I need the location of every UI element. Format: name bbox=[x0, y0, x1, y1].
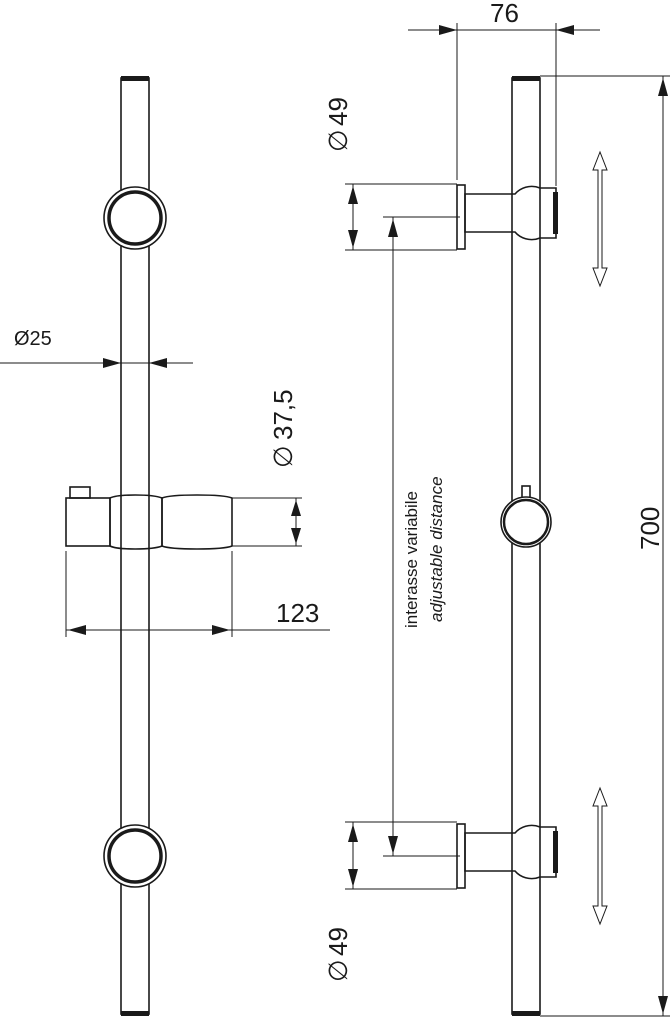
adjustable-distance-dimension: interasse variabile adjustable distance bbox=[383, 216, 460, 857]
slider-width-dimension: 123 bbox=[65, 551, 330, 637]
projection-dimension: 76 bbox=[408, 0, 600, 186]
top-adjust-arrow bbox=[592, 150, 608, 288]
total-height-label: 700 bbox=[635, 507, 665, 550]
bracket-diameter-top-dimension: ∅ 49 bbox=[323, 97, 457, 251]
total-height-dimension: 700 bbox=[540, 75, 670, 1017]
projection-label: 76 bbox=[490, 0, 519, 28]
front-bar-bottom-cap bbox=[121, 1011, 149, 1016]
slider-diameter-label: 37,5 bbox=[268, 389, 298, 440]
bracket-bottom-diameter-label: 49 bbox=[323, 927, 353, 956]
front-top-bracket bbox=[103, 186, 167, 250]
distance-note-en: adjustable distance bbox=[427, 476, 446, 622]
bottom-adjust-arrow bbox=[592, 786, 608, 926]
distance-note-it: interasse variabile bbox=[402, 491, 421, 628]
slider-diameter-dimension: ∅ 37,5 bbox=[232, 389, 302, 547]
side-bar-bottom-cap bbox=[512, 1011, 540, 1016]
side-view: 76 700 ∅ 49 bbox=[323, 0, 670, 1017]
side-bar-top-cap bbox=[512, 76, 540, 81]
slider-diameter-symbol: ∅ bbox=[268, 445, 298, 468]
slider-width-label: 123 bbox=[276, 598, 319, 628]
side-bottom-bracket bbox=[456, 823, 558, 889]
bar-diameter-dimension: Ø25 bbox=[0, 328, 193, 368]
front-view: Ø25 ∅ 37,5 123 bbox=[0, 76, 330, 1016]
front-bar-top-cap bbox=[121, 76, 149, 81]
bar-diameter-label: Ø25 bbox=[14, 328, 52, 350]
front-slider bbox=[65, 486, 233, 550]
side-slider bbox=[500, 485, 552, 548]
bracket-top-diameter-label: 49 bbox=[323, 97, 353, 126]
side-top-bracket bbox=[456, 184, 558, 250]
front-bottom-bracket bbox=[103, 824, 167, 888]
bracket-diameter-bottom-dimension: ∅ 49 bbox=[323, 821, 457, 982]
bracket-top-diameter-symbol: ∅ bbox=[323, 129, 353, 152]
bracket-bottom-diameter-symbol: ∅ bbox=[323, 959, 353, 982]
